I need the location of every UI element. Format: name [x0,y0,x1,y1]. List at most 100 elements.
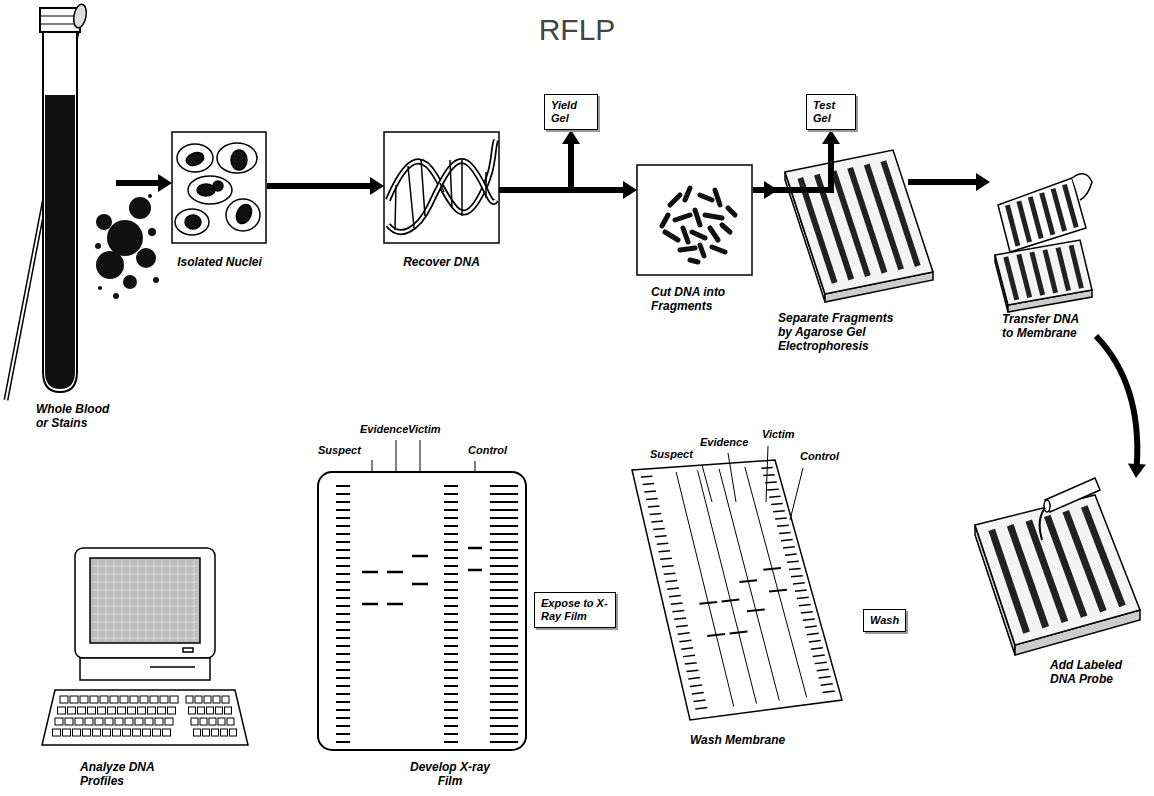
drawing-part [183,648,193,652]
title: RFLP [0,12,1154,48]
drawing-part [188,176,232,204]
dna-band [730,631,748,633]
key [216,707,223,714]
probe-tray [975,478,1140,655]
ladder-band [490,653,518,655]
gel-lane [1071,245,1081,288]
ladder-band [336,613,350,615]
key [120,696,128,703]
ladder-band [336,517,350,519]
gel-lane [1047,516,1084,617]
ladder-band [336,485,350,487]
ladder-band [648,505,660,507]
gel-lane [1032,252,1043,295]
ladder-band [490,565,518,567]
ladder-band [771,503,783,505]
drawing-part [421,160,425,216]
ladder-band [444,693,458,695]
key [160,696,168,703]
drawing-part [1072,174,1092,200]
dna-band [763,568,781,570]
arrow-line [116,180,160,186]
ladder-band [336,501,350,503]
blood-stain [95,194,159,299]
ladder-band [444,637,458,639]
drawing-part [95,243,101,249]
step-caption: Recover DNA [384,132,499,269]
ladder-band [769,496,781,498]
arrow-line [908,179,978,185]
ladder-band [336,565,350,567]
ladder-band [336,669,350,671]
screen-grid [92,590,198,591]
gel-lane [1045,250,1056,293]
key [53,729,61,736]
drawing-part [45,95,75,389]
ladder-band [669,596,681,597]
screen-grid [92,638,198,639]
key [118,707,126,714]
ladder-band [336,621,350,623]
computer [42,548,248,745]
drawing-part [485,172,487,198]
ladder-band [662,566,674,567]
ladder-band [813,655,825,656]
flow-arrow [1096,336,1146,478]
ladder-band [490,693,518,695]
step-caption-text: Develop X-ray Film [400,760,500,788]
key [153,729,161,736]
ladder-band [679,640,691,641]
arrow-head [562,130,580,144]
key [108,707,116,714]
drawing-part [440,183,444,192]
ladder-band [799,604,811,605]
ladder-band [444,485,458,487]
check-box: Yield Gel [544,94,598,130]
screen-grid [170,560,171,641]
gel-lane [850,168,884,273]
arrow-line [499,142,571,190]
key [195,696,202,703]
key [60,696,68,703]
lane-label: Suspect [650,448,693,461]
drawing-part [715,190,720,205]
step-caption-text: Cut DNA into Fragments [651,285,751,313]
drawing-part [692,232,705,238]
ladder-band [490,645,518,647]
fragments-picture [637,165,752,275]
membrane-transfer [995,174,1092,312]
drawing-part [670,195,680,205]
ladder-band [444,685,458,687]
key [90,696,98,703]
lane-label: Evidence [360,423,408,436]
dna-band [387,603,403,606]
key [168,707,176,714]
step-caption: Wash Membrane [630,425,845,747]
ladder-band [674,618,686,619]
key [225,707,232,714]
ladder-band [490,517,518,519]
drawing-part [450,160,452,208]
ladder-band [685,663,697,664]
ladder-band [336,661,350,663]
drawing-part [695,210,700,225]
flow-arrow [499,130,580,190]
arrow-head [976,173,990,191]
drawing-part [702,465,712,502]
gel-lane [1029,521,1065,622]
key [155,718,163,725]
ladder-band [773,510,785,512]
drawing-part [766,446,768,502]
key [165,718,173,725]
screen-grid [92,566,198,567]
key [212,729,219,736]
ladder-band [444,661,458,663]
drawing-part [129,197,151,219]
ladder-band [775,517,787,519]
ladder-band [490,581,518,583]
key [95,718,103,725]
membrane-lane [676,472,734,707]
ladder-band [787,561,799,562]
ladder-band [444,653,458,655]
ladder-band [444,709,458,711]
